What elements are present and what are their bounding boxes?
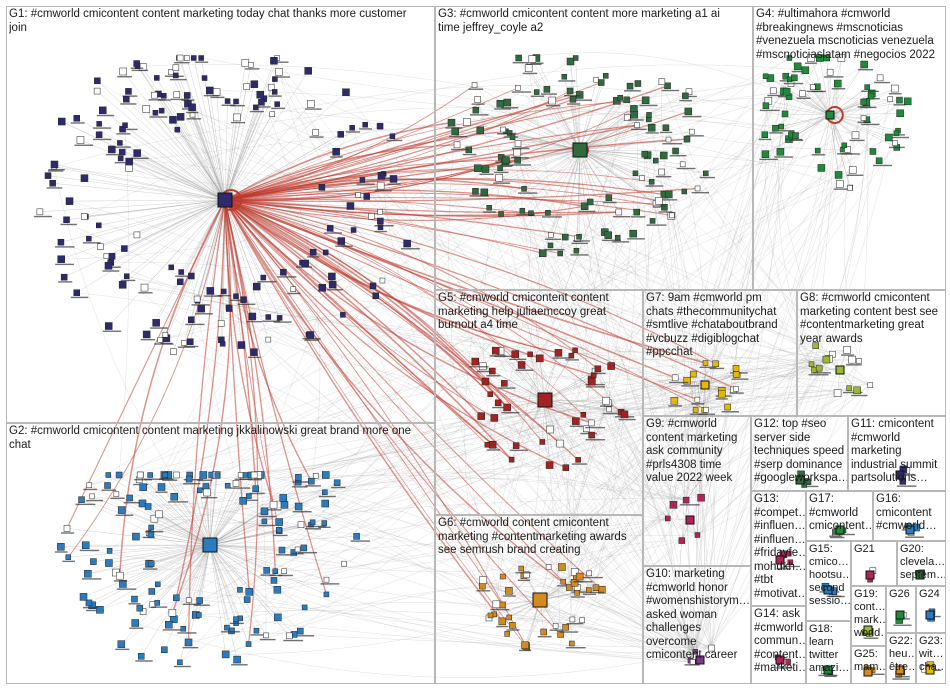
group-box-g2: G2: #cmworld cmicontent content marketin… xyxy=(6,423,435,684)
group-label-g18: G18: learn twitter amazi… xyxy=(809,623,850,675)
group-label-g6: G6: #cmworld content cmicontent marketin… xyxy=(438,517,638,558)
group-box-g4: G4: #ultimahora #cmworld #breakingnews #… xyxy=(753,6,946,290)
group-box-g1: G1: #cmworld cmicontent content marketin… xyxy=(6,6,435,423)
group-label-g11: G11: cmicontent #cmworld marketing indus… xyxy=(851,418,943,486)
group-box-g5: G5: #cmworld cmicontent content marketin… xyxy=(435,290,643,515)
group-box-g9: G9: #cmworld content marketing ask commu… xyxy=(643,416,751,566)
group-label-g2: G2: #cmworld cmicontent content marketin… xyxy=(9,425,425,452)
group-box-g24: G24 xyxy=(916,586,946,633)
group-box-g6: G6: #cmworld content cmicontent marketin… xyxy=(435,515,643,684)
group-label-g16: G16: cmicontent #cmworld… xyxy=(876,493,945,534)
group-box-g7: G7: 9am #cmworld pm chats #thecommunityc… xyxy=(643,290,797,416)
group-label-g5: G5: #cmworld cmicontent content marketin… xyxy=(438,292,638,333)
group-box-g14: G14: ask #cmworld commun… #content… #mar… xyxy=(751,606,806,684)
group-box-g18: G18: learn twitter amazi… xyxy=(806,621,851,684)
group-box-g8: G8: #cmworld cmicontent marketing conten… xyxy=(797,290,946,416)
group-label-g13: G13: #compet… #influen… #influen… #frida… xyxy=(754,493,805,602)
group-label-g22: G22: heu… être… xyxy=(889,635,915,674)
group-box-g12: G12: top #seo server side techniques spe… xyxy=(751,416,848,491)
group-label-g8: G8: #cmworld cmicontent marketing conten… xyxy=(800,292,944,346)
group-box-g26: G26 xyxy=(886,586,916,633)
group-box-g22: G22: heu… être… xyxy=(886,633,916,684)
group-label-g19: G19: cont… mark… world… xyxy=(854,588,885,640)
group-box-g21: G21 xyxy=(851,541,897,586)
group-label-g4: G4: #ultimahora #cmworld #breakingnews #… xyxy=(756,8,942,62)
group-label-g20: G20: clevela… septem… xyxy=(900,543,945,582)
group-label-g14: G14: ask #cmworld commun… #content… #mar… xyxy=(754,608,805,676)
group-box-g13: G13: #compet… #influen… #influen… #frida… xyxy=(751,491,806,606)
group-box-g23: G23: wit… cha… xyxy=(916,633,946,684)
group-label-g10: G10: marketing #cmworld honor #womenshis… xyxy=(646,568,750,663)
group-label-g15: G15: cmico… hootsu… second sessio… xyxy=(809,543,850,608)
group-box-g20: G20: clevela… septem… xyxy=(897,541,946,586)
group-label-g1: G1: #cmworld cmicontent content marketin… xyxy=(9,8,425,35)
group-box-g15: G15: cmico… hootsu… second sessio… xyxy=(806,541,851,621)
group-box-g11: G11: cmicontent #cmworld marketing indus… xyxy=(848,416,946,491)
group-label-g21: G21 xyxy=(854,543,896,556)
group-label-g7: G7: 9am #cmworld pm chats #thecommunityc… xyxy=(646,292,792,360)
group-label-g12: G12: top #seo server side techniques spe… xyxy=(754,418,847,486)
group-label-g23: G23: wit… cha… xyxy=(919,635,945,674)
group-label-g17: G17: #cmworld cmicontent… xyxy=(809,493,872,534)
group-box-g3: G3: #cmworld cmicontent content more mar… xyxy=(435,6,753,290)
group-box-g19: G19: cont… mark… world… xyxy=(851,586,886,646)
group-label-g9: G9: #cmworld content marketing ask commu… xyxy=(646,418,748,486)
group-box-g17: G17: #cmworld cmicontent… xyxy=(806,491,873,541)
group-label-g24: G24 xyxy=(919,588,945,601)
group-label-g26: G26 xyxy=(889,588,915,601)
group-label-g25: G25: mam… xyxy=(854,648,885,674)
group-box-g10: G10: marketing #cmworld honor #womenshis… xyxy=(643,566,751,684)
group-box-g25: G25: mam… xyxy=(851,646,886,684)
group-label-g3: G3: #cmworld cmicontent content more mar… xyxy=(438,8,744,35)
group-box-g16: G16: cmicontent #cmworld… xyxy=(873,491,946,541)
